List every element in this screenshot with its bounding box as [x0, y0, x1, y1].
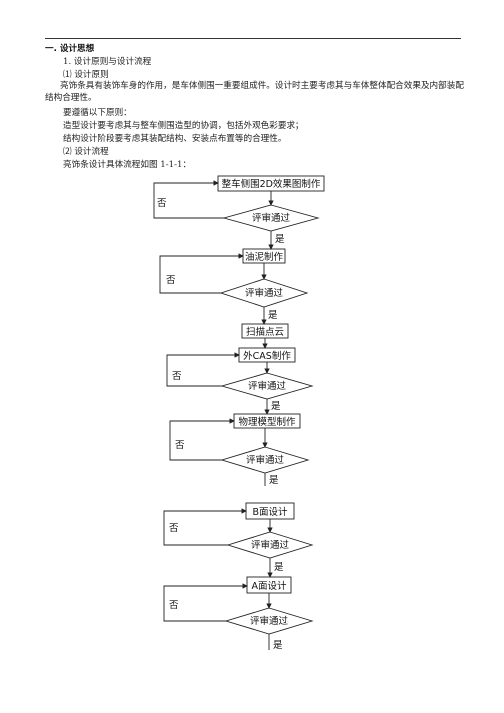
follow-line: 要遵循以下原则： [63, 108, 132, 118]
step-label-2d: 整车侧围2D效果图制作 [222, 178, 321, 190]
yes-label-3: 是 [271, 401, 281, 412]
no-label-3: 否 [172, 371, 182, 382]
style-line: 造型设计要考虑其与整车侧围造型的协调，包括外观色彩要求； [63, 121, 304, 131]
flow-intro-line: 亮饰条设计具体流程如图 1-1-1： [63, 160, 192, 170]
header-rule [45, 38, 461, 39]
yes-label-6: 是 [273, 640, 283, 651]
review-label-3: 评审通过 [248, 380, 287, 392]
review-label-4: 评审通过 [246, 454, 285, 466]
no-label-1: 否 [157, 198, 167, 209]
yes-label-4: 是 [269, 475, 279, 486]
step-label-b-surface: B面设计 [252, 506, 288, 518]
structure-line: 结构设计阶段要考虑其装配结构、安装点布置等的合理性。 [63, 134, 287, 144]
no-label-6: 否 [169, 600, 179, 611]
section-heading: 一. 设计思想 [45, 44, 95, 54]
yes-label-5: 是 [274, 562, 284, 573]
principle-paragraph: 亮饰条具有装饰车身的作用，是车体侧围一重要组成件。设计时主要考虑其与车体整体配合… [45, 81, 464, 103]
no-label-5: 否 [169, 523, 179, 534]
review-label-1: 评审通过 [252, 212, 291, 224]
subsection-principle: ⑴ 设计原则 [63, 70, 109, 80]
no-label-2: 否 [166, 275, 176, 286]
yes-label-2: 是 [268, 310, 278, 321]
step-label-cas: 外CAS制作 [243, 350, 291, 362]
review-label-5: 评审通过 [251, 539, 290, 551]
no-label-4: 否 [175, 440, 185, 451]
subsection-title: 1. 设计原则与设计流程 [63, 57, 152, 67]
step-label-physical-model: 物理模型制作 [238, 416, 296, 428]
review-label-6: 评审通过 [250, 615, 289, 627]
step-label-a-surface: A面设计 [252, 580, 287, 592]
yes-label-1: 是 [275, 234, 285, 245]
step-label-clay: 油泥制作 [245, 251, 284, 263]
subsection-flow: ⑵ 设计流程 [63, 147, 109, 157]
review-label-2: 评审通过 [245, 287, 284, 299]
step-label-scan: 扫描点云 [246, 326, 284, 338]
